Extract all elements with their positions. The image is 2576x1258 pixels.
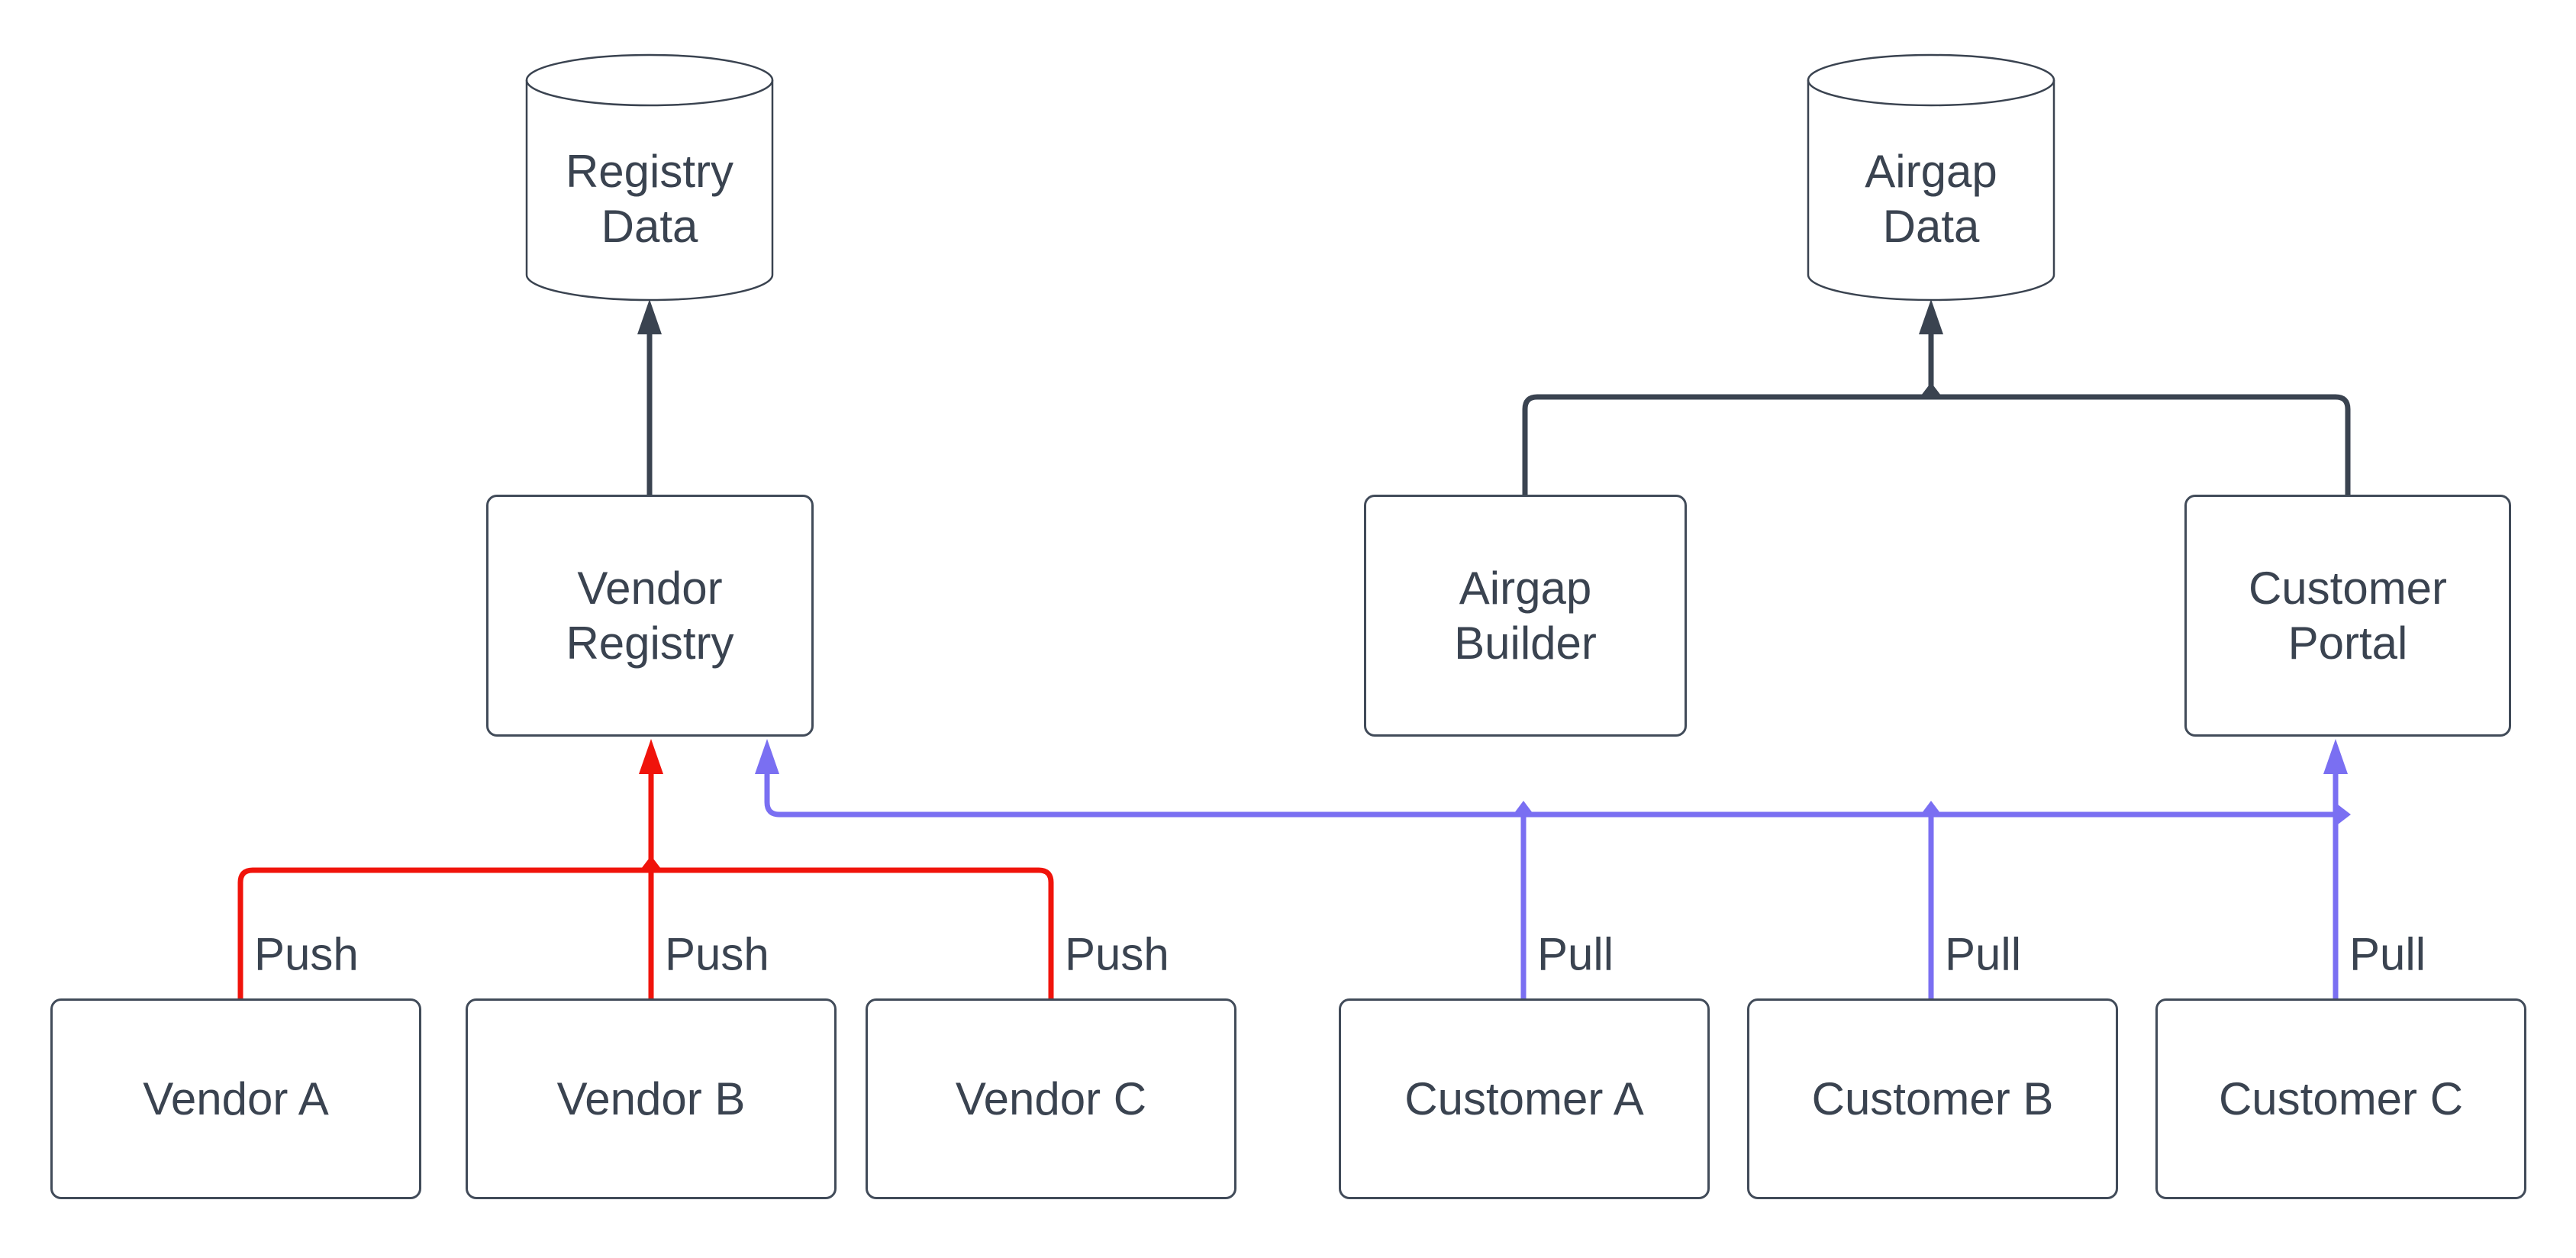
label-line: Customer B: [1811, 1073, 2054, 1124]
label-line: Portal: [2287, 617, 2408, 669]
cylinder-body: [1807, 53, 2055, 302]
node-customer-c: Customer C: [2155, 998, 2526, 1199]
label-line: Data: [601, 201, 698, 252]
node-vendor-registry: Vendor Registry: [486, 495, 814, 737]
edge-trunk: [1522, 394, 2351, 495]
arrowhead-up-icon: [1919, 299, 1943, 334]
junction-nub-icon: [641, 856, 661, 869]
edge-trunk: [237, 867, 1054, 998]
node-customer-portal: Customer Portal: [2184, 495, 2511, 737]
junction-nub-icon: [1514, 801, 1533, 813]
cylinder-body: [525, 53, 774, 302]
label-line: Customer A: [1404, 1073, 1644, 1124]
label-line: Customer: [2248, 562, 2448, 614]
label-line: Customer C: [2218, 1073, 2464, 1124]
database-airgap-data-shape: [1807, 53, 2055, 302]
junction-nub-icon: [1922, 801, 1940, 813]
arrowhead-up-icon: [755, 739, 779, 774]
label-line: Registry: [565, 146, 734, 197]
node-airgap-builder: Airgap Builder: [1364, 495, 1687, 737]
junction-nub-icon: [2338, 805, 2351, 824]
edge-label-push-a: Push: [254, 928, 359, 980]
label-line: Builder: [1454, 617, 1597, 669]
edge-label-pull-a: Pull: [1537, 928, 1614, 980]
edge-trunk: [764, 773, 2336, 818]
junction-nub-icon: [1921, 382, 1941, 395]
label-line: Airgap: [1459, 562, 1592, 614]
node-vendor-b: Vendor B: [466, 998, 837, 1199]
edge-label-pull-c: Pull: [2349, 928, 2426, 980]
cylinder-rim: [1807, 79, 2055, 107]
edge-label-push-c: Push: [1065, 928, 1169, 980]
edge-label-pull-b: Pull: [1945, 928, 2022, 980]
label-line: Registry: [566, 617, 734, 669]
label-line: Vendor: [577, 562, 723, 614]
edge-vendors-push-to-vendor-registry: [237, 739, 1054, 998]
node-customer-b: Customer B: [1747, 998, 2118, 1199]
database-registry-data-shape: [525, 53, 774, 302]
label-line: Vendor B: [556, 1073, 746, 1124]
node-vendor-c: Vendor C: [866, 998, 1236, 1199]
edge-label-push-b: Push: [665, 928, 769, 980]
database-airgap-data-label: Airgap Data: [1808, 144, 2054, 254]
label-line: Data: [1882, 201, 1980, 252]
label-line: Vendor A: [143, 1073, 329, 1124]
edge-vendor-registry-to-registry-data: [637, 299, 662, 495]
label-line: Vendor C: [955, 1073, 1147, 1124]
database-registry-data-label: Registry Data: [527, 144, 772, 254]
cylinder-rim: [525, 79, 774, 107]
edge-customers-pull: [755, 739, 2351, 998]
arrowhead-up-icon: [2323, 739, 2348, 774]
edge-builder-portal-to-airgap-data: [1522, 299, 2351, 495]
label-line: Airgap: [1865, 146, 1997, 197]
node-customer-a: Customer A: [1339, 998, 1710, 1199]
node-vendor-a: Vendor A: [50, 998, 421, 1199]
arrowhead-up-icon: [639, 739, 663, 774]
arrowhead-up-icon: [637, 299, 662, 334]
